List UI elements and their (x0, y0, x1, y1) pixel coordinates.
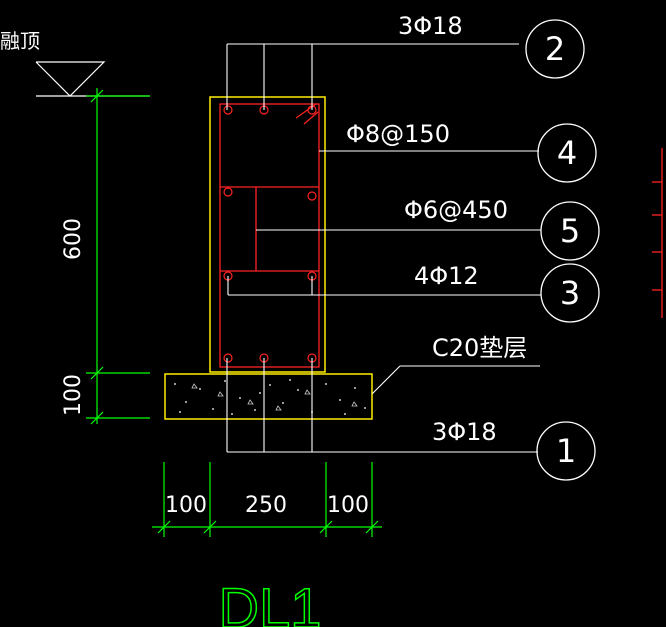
callout-3: 3 (540, 263, 600, 323)
vertical-dimension (86, 88, 150, 425)
svg-text:2: 2 (545, 30, 565, 68)
right-edge-fragment (652, 148, 663, 318)
dim-height-beam: 600 (61, 218, 86, 260)
dim-height-cushion: 100 (61, 374, 86, 416)
drawing-title: DL1 (219, 576, 322, 627)
dim-width-left: 100 (165, 493, 207, 518)
svg-text:4: 4 (557, 134, 577, 172)
callout-2: 2 (525, 19, 585, 79)
cushion-layer (164, 373, 373, 420)
dim-width-right: 100 (327, 493, 369, 518)
beam-outline (209, 96, 326, 373)
svg-text:5: 5 (560, 212, 580, 250)
label-cushion: C20垫层 (432, 334, 527, 362)
elevation-marker: 融顶 (0, 29, 150, 97)
label-stirrup: Φ8@150 (346, 120, 450, 148)
rebar-dots (223, 105, 317, 363)
dim-width-mid: 250 (245, 493, 287, 518)
callout-4: 4 (537, 123, 597, 183)
leader-lines (226, 43, 541, 453)
label-tie: Φ6@450 (404, 196, 508, 224)
stirrup (219, 103, 320, 368)
svg-text:1: 1 (556, 432, 576, 470)
callout-1: 1 (536, 421, 596, 481)
label-rebar-top: 3Φ18 (398, 12, 463, 40)
svg-text:3: 3 (560, 274, 580, 312)
top-left-note: 融顶 (0, 29, 40, 53)
cushion-hatch (174, 379, 366, 415)
label-side-bars: 4Φ12 (414, 262, 479, 290)
callout-5: 5 (540, 201, 600, 261)
horizontal-dimension (152, 462, 382, 537)
label-rebar-bottom: 3Φ18 (432, 418, 497, 446)
